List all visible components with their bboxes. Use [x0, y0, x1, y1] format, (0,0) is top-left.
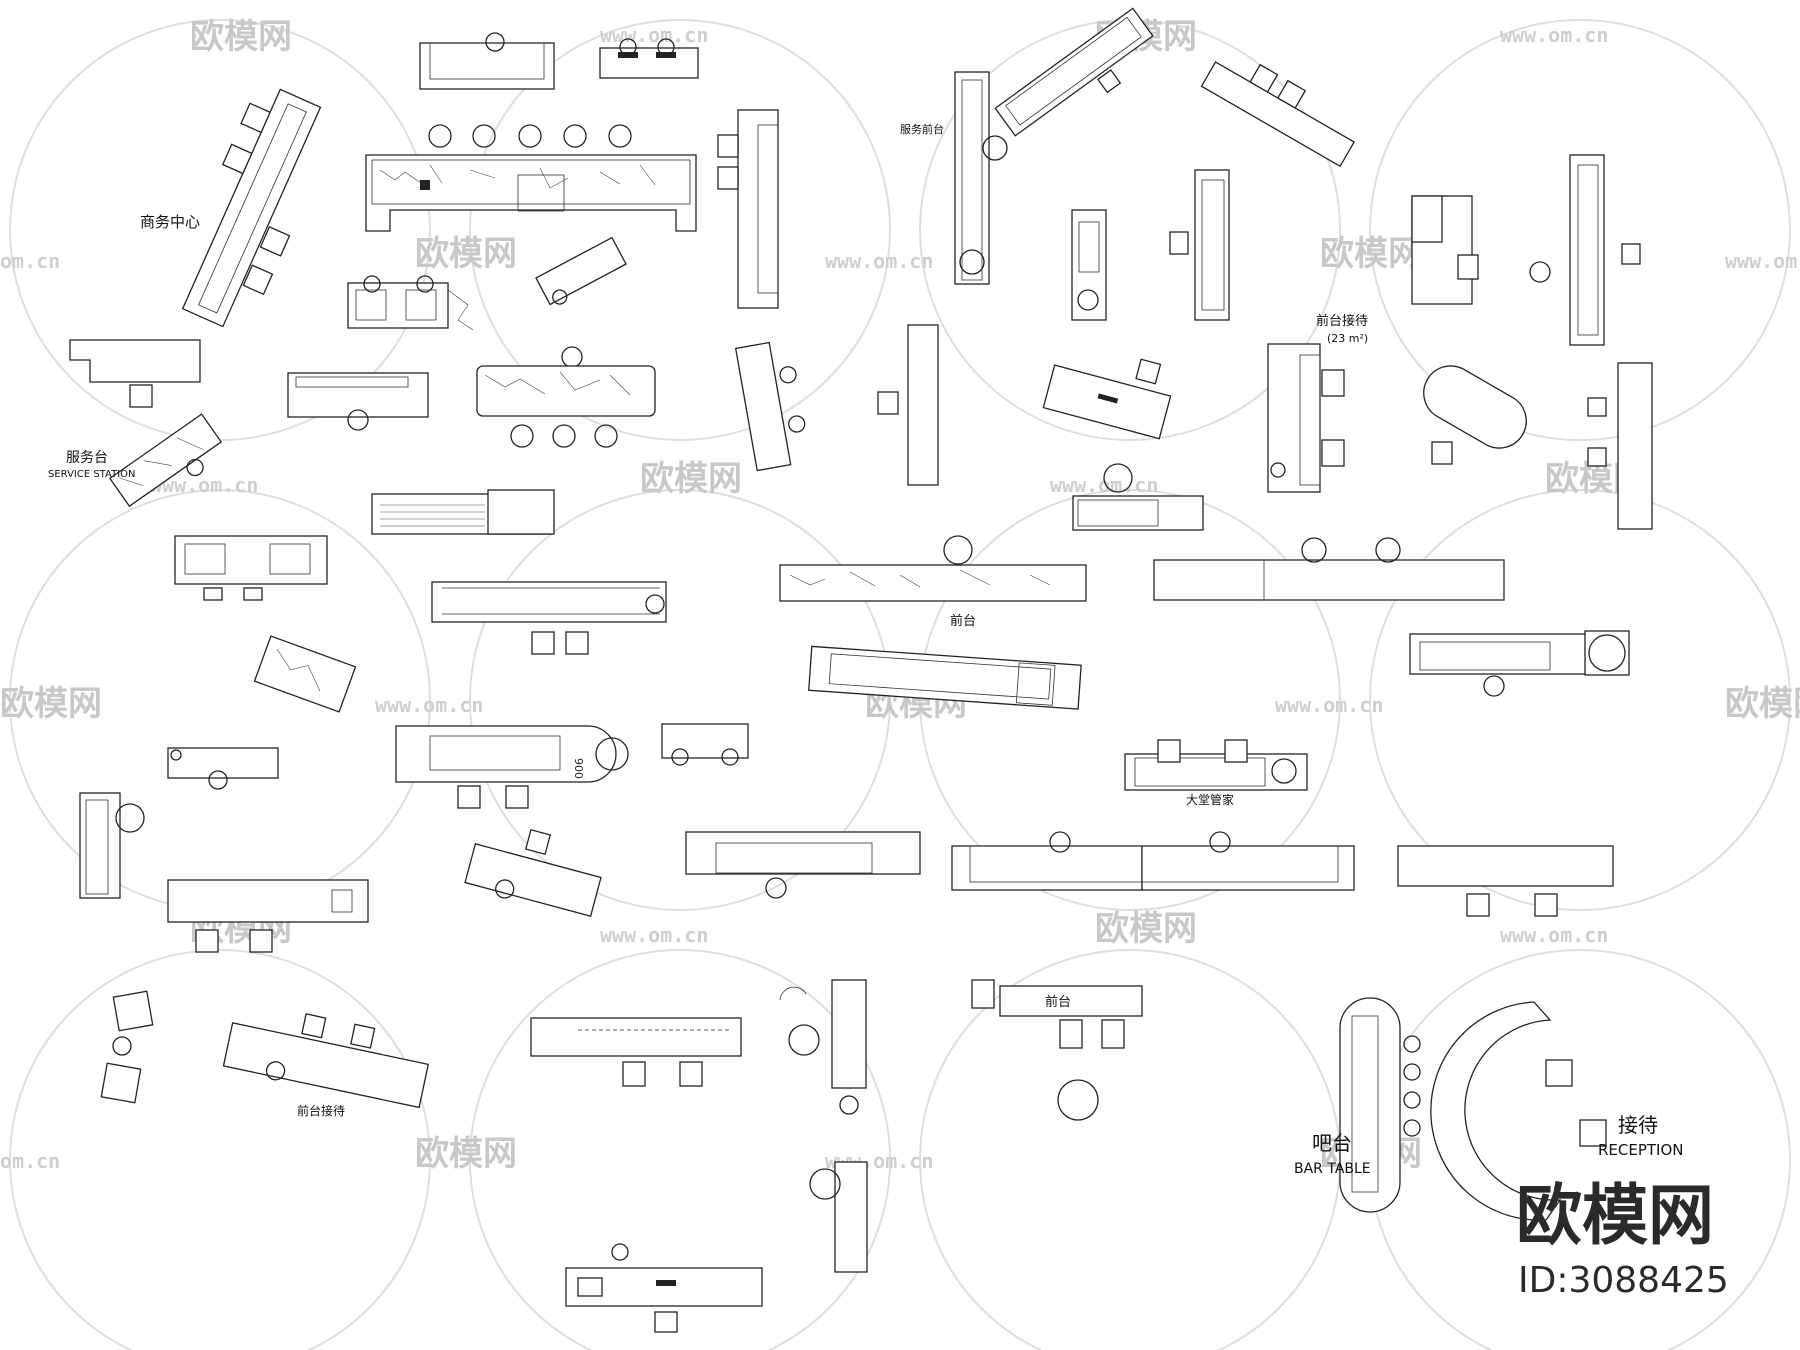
- label-front-desk-1: 前台: [950, 613, 976, 629]
- long-angled-desk: [808, 645, 1082, 710]
- l-desk-left: [69, 339, 201, 408]
- plain-desk-mid: [685, 831, 921, 899]
- front-desk-reception-23: [1267, 343, 1345, 493]
- double-reception-desk: [951, 831, 1355, 891]
- label-business-center: 商务中心: [140, 213, 200, 231]
- long-desk-bottom: [565, 1243, 763, 1333]
- watermark-url: www.om.cn: [375, 693, 483, 717]
- desk-900: [395, 725, 629, 809]
- label-lobby-manager: 大堂管家: [1186, 792, 1234, 807]
- watermark-brand: 欧模网: [190, 17, 292, 57]
- angled-desk-small: [535, 236, 627, 306]
- angled-desk-mid: [464, 828, 602, 917]
- lower-counter: [1072, 463, 1204, 531]
- label-service-front-desk: 服务前台: [900, 122, 944, 136]
- corner-model-id: ID:3088425: [1518, 1260, 1729, 1301]
- label-dim-900: 900: [572, 758, 585, 779]
- label-service-station-cn: 服务台: [66, 450, 108, 466]
- narrow-desk-circle-2: [809, 1161, 868, 1273]
- slim-desk-angled: [734, 341, 806, 472]
- front-desk-vertical: [717, 109, 779, 309]
- watermark-brand: 欧模网: [415, 234, 517, 274]
- watermark-brand: 欧模网: [415, 1134, 517, 1174]
- watermark-url: om.cn: [0, 249, 60, 273]
- angled-meeting-desk: [1042, 358, 1172, 440]
- angled-desk-2: [1200, 61, 1355, 168]
- double-desk-small: [661, 723, 749, 766]
- stone-bar-counter: [365, 124, 697, 232]
- watermark-brand: 欧模网: [1320, 234, 1422, 274]
- label-bar-cn: 吧台: [1312, 1131, 1352, 1155]
- reception-desk-small-3: [1411, 195, 1479, 305]
- front-desk-2-block: [971, 979, 1143, 1121]
- watermark-brand: 欧模网: [640, 459, 742, 499]
- watermark-brand: 欧模网: [1725, 684, 1800, 724]
- watermark-url: www.om.cn: [1275, 693, 1383, 717]
- watermark-url: www.om.cn: [1725, 249, 1800, 273]
- stone-desk-1: [287, 372, 429, 431]
- watermark-url: om.cn: [0, 1149, 60, 1173]
- narrow-desk-circle: [779, 979, 867, 1115]
- label-front-desk-reception: 前台接待: [1316, 313, 1368, 329]
- lounge-chairs-left: [100, 990, 154, 1104]
- label-area-23: (23 m²): [1327, 332, 1368, 345]
- long-desk-bottom-left: [167, 879, 369, 953]
- marble-reception: [1153, 537, 1505, 601]
- label-reception-en: RECEPTION: [1598, 1141, 1684, 1159]
- wood-cabinet-desk: [371, 489, 555, 535]
- reception-desk-small-1: [1071, 209, 1107, 321]
- prep-counter: [347, 275, 474, 331]
- watermark-brand: 欧模网: [0, 684, 102, 724]
- tall-cabinet: [1587, 362, 1653, 530]
- bar-counter: [1339, 997, 1421, 1213]
- watermark-url: www.om.cn: [600, 23, 708, 47]
- reception-desk-small-4: [1529, 154, 1641, 346]
- label-front-desk-2: 前台: [1045, 994, 1071, 1010]
- lobby-manager-desk: [1124, 739, 1308, 791]
- reception-curved-desk: [1430, 1001, 1607, 1221]
- watermark-brand: 欧模网: [1095, 909, 1197, 949]
- sofa-l-left: [79, 792, 145, 899]
- service-front-desk: [954, 71, 1008, 285]
- desk-double-top: [599, 38, 699, 79]
- long-desk-plant: [431, 581, 667, 655]
- front-desk-reception-angled: [222, 1013, 430, 1109]
- desk-sofa-top: [419, 32, 555, 90]
- oval-meeting-table: [1423, 365, 1527, 465]
- corner-brand-logo: 欧模网: [1516, 1177, 1714, 1254]
- desk-compact-left: [167, 747, 279, 790]
- pillar-rounded-desk: [1409, 630, 1630, 697]
- business-center-desk: [181, 88, 322, 328]
- label-service-station-en: SERVICE STATION: [48, 469, 136, 480]
- watermark-url: www.om.cn: [600, 923, 708, 947]
- slim-desk-vertical: [877, 324, 939, 486]
- label-front-desk-reception-2: 前台接待: [297, 1103, 345, 1118]
- angled-desk-1: [994, 7, 1154, 137]
- label-bar-en: BAR TABLE: [1294, 1161, 1371, 1177]
- stone-island: [476, 346, 656, 448]
- desk-with-monitors: [1397, 845, 1614, 917]
- watermark-url: www.om.cn: [1500, 23, 1608, 47]
- label-reception-cn: 接待: [1618, 1113, 1658, 1137]
- reception-desk-small-2: [1169, 169, 1230, 321]
- watermark-url: www.om.cn: [825, 249, 933, 273]
- watermark-url: www.om.cn: [1500, 923, 1608, 947]
- desk-dashed-top: [530, 1017, 742, 1087]
- front-desk-stone-long: [779, 535, 1087, 602]
- service-station-desk: [109, 413, 223, 508]
- stone-block-angled: [253, 635, 357, 713]
- desk-with-chairs: [174, 535, 328, 601]
